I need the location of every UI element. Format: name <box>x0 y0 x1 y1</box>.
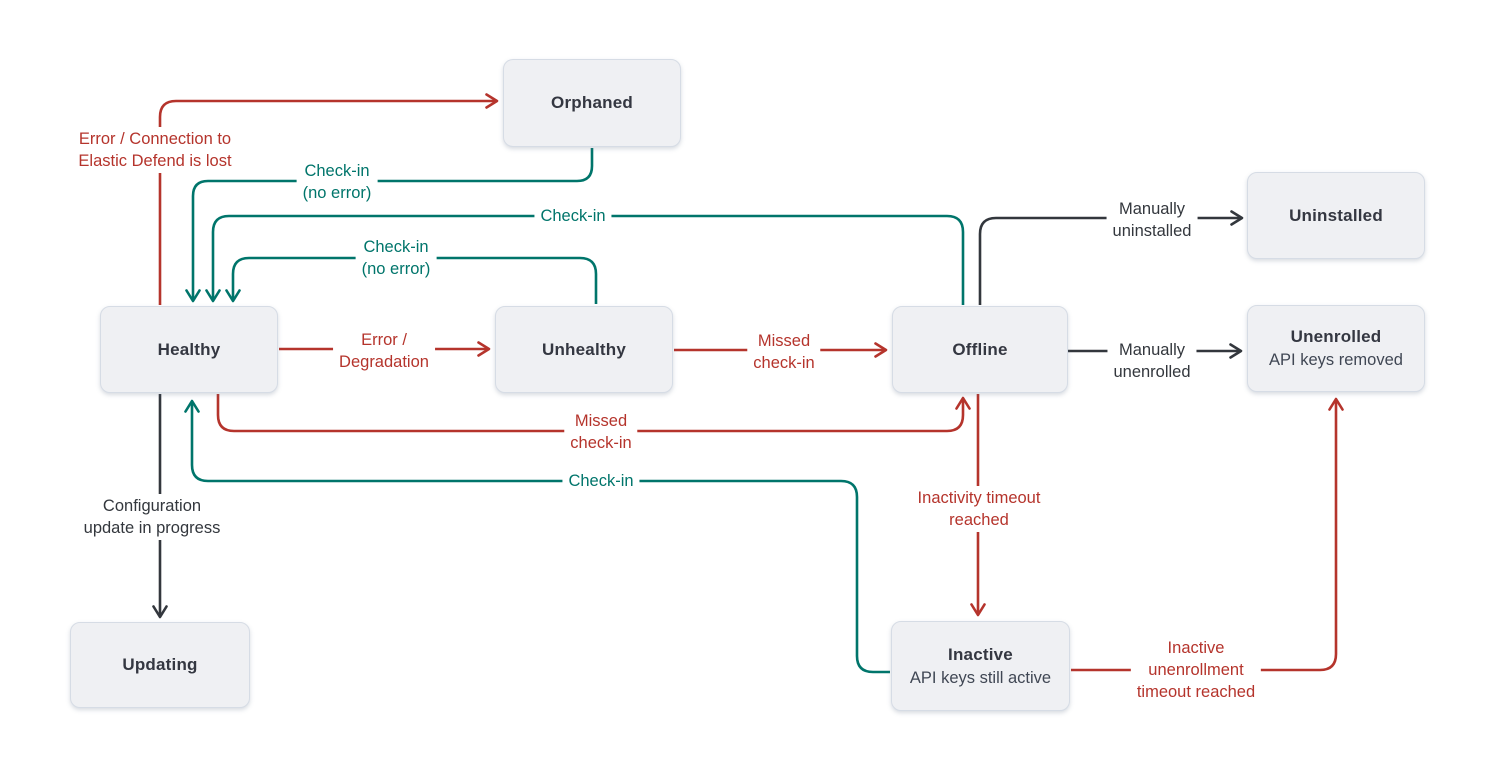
label-error-degradation: Error / Degradation <box>333 328 435 374</box>
label-inactivity-timeout: Inactivity timeout reached <box>911 486 1047 532</box>
label-config-update-line-2: update in progress <box>83 519 221 537</box>
label-missed-checkin-healthy-line-1: Missed <box>574 412 628 430</box>
label-manually-uninstalled-line-1: Manually <box>1118 200 1186 218</box>
label-missed-checkin-unhealthy: Missed check-in <box>747 329 821 375</box>
label-checkin-no-error-unhealthy: Check-in (no error) <box>355 235 437 281</box>
label-checkin-inactive: Check-in <box>562 469 640 493</box>
edge-healthy-to-orphaned <box>158 93 499 305</box>
label-missed-checkin-healthy-line-2: check-in <box>570 434 632 452</box>
edge-offline-to-uninstalled <box>978 210 1244 305</box>
node-updating-title: Updating <box>122 655 198 674</box>
node-offline: Offline <box>892 306 1068 393</box>
label-inactive-unenrollment-line-3: timeout reached <box>1136 683 1256 701</box>
node-offline-title: Offline <box>952 339 1008 359</box>
label-manually-uninstalled-line-2: uninstalled <box>1112 222 1192 240</box>
label-inactive-unenrollment-line-2: unenrollment <box>1148 661 1244 679</box>
label-manually-uninstalled: Manually uninstalled <box>1106 197 1198 243</box>
node-orphaned-title: Orphaned <box>551 93 633 112</box>
label-checkin-no-error-unhealthy-line-2: (no error) <box>361 260 431 278</box>
label-manually-unenrolled-line-1: Manually <box>1118 341 1186 359</box>
node-healthy-title: Healthy <box>157 339 221 359</box>
node-unhealthy: Unhealthy <box>495 306 673 393</box>
label-error-degradation-line-1: Error / <box>361 331 407 349</box>
label-inactivity-timeout-line-2: reached <box>949 511 1009 529</box>
label-inactive-unenrollment: Inactive unenrollment timeout reached <box>1130 636 1262 704</box>
node-updating: Updating <box>70 622 250 708</box>
label-manually-unenrolled-line-2: unenrolled <box>1113 363 1191 381</box>
node-inactive-title: Inactive <box>948 644 1013 664</box>
label-checkin-inactive-line-1: Check-in <box>568 472 634 490</box>
label-checkin-no-error-orphaned-line-1: Check-in <box>304 162 370 180</box>
label-checkin-no-error-unhealthy-line-1: Check-in <box>363 238 429 256</box>
node-unenrolled-subtitle: API keys removed <box>1269 351 1403 369</box>
label-error-connection: Error / Connection to Elastic Defend is l… <box>72 127 238 173</box>
label-missed-checkin-unhealthy-line-1: Missed <box>757 332 811 350</box>
node-unhealthy-title: Unhealthy <box>542 339 626 359</box>
node-healthy: Healthy <box>100 306 278 393</box>
label-manually-unenrolled: Manually unenrolled <box>1107 338 1197 384</box>
label-missed-checkin-unhealthy-line-2: check-in <box>753 354 815 372</box>
label-error-degradation-line-2: Degradation <box>339 353 429 371</box>
label-inactive-unenrollment-line-1: Inactive <box>1167 639 1225 657</box>
node-inactive-subtitle: API keys still active <box>909 668 1052 687</box>
edge-inactive-to-unenrolled <box>1071 397 1344 672</box>
node-orphaned: Orphaned <box>503 59 681 147</box>
label-checkin-offline: Check-in <box>534 204 612 228</box>
label-config-update: Configuration update in progress <box>77 494 227 540</box>
node-uninstalled-title: Uninstalled <box>1289 205 1383 225</box>
node-unenrolled-title: Unenrolled <box>1290 327 1382 346</box>
label-checkin-no-error-orphaned: Check-in (no error) <box>296 159 378 205</box>
label-checkin-no-error-orphaned-line-2: (no error) <box>302 184 372 202</box>
label-missed-checkin-healthy: Missed check-in <box>564 409 638 455</box>
label-inactivity-timeout-line-1: Inactivity timeout <box>917 489 1041 507</box>
label-error-connection-line-2: Elastic Defend is lost <box>78 152 232 170</box>
edge-orphaned-to-healthy <box>185 148 594 303</box>
label-checkin-offline-line-1: Check-in <box>540 207 606 225</box>
label-error-connection-line-1: Error / Connection to <box>78 130 232 148</box>
edge-inactive-to-healthy <box>184 399 890 674</box>
label-config-update-line-1: Configuration <box>102 497 202 515</box>
node-uninstalled: Uninstalled <box>1247 172 1425 259</box>
